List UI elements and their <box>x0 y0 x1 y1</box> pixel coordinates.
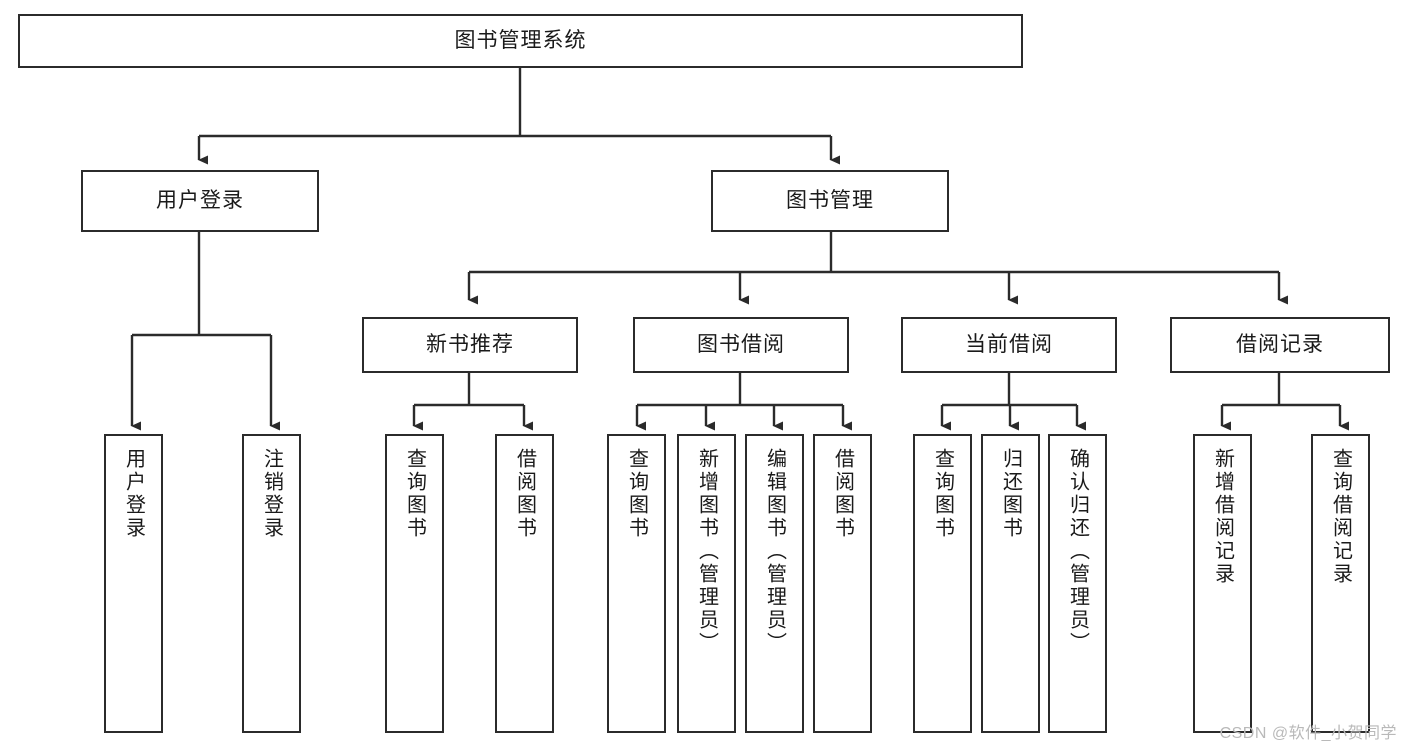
node-label: 用户登录 <box>156 188 244 212</box>
csdn-watermark: CSDN @软件_小贺同学 <box>1219 725 1397 742</box>
leaf-current-borrow-query-book[interactable]: 查询图书 <box>913 434 972 733</box>
leaf-borrow-record-query-record[interactable]: 查询借阅记录 <box>1311 434 1370 733</box>
leaf-user-login-signin[interactable]: 用户登录 <box>104 434 163 733</box>
node-user-login[interactable]: 用户登录 <box>81 170 319 232</box>
leaf-book-borrow-query-book[interactable]: 查询图书 <box>607 434 666 733</box>
node-label: 新增借阅记录 <box>1211 448 1234 586</box>
node-label: 查询图书 <box>931 448 954 540</box>
node-book-borrow[interactable]: 图书借阅 <box>633 317 849 373</box>
node-label: 新增图书（管理员） <box>695 448 718 655</box>
node-label: 确认归还（管理员） <box>1066 448 1089 655</box>
leaf-new-book-borrow-book[interactable]: 借阅图书 <box>495 434 554 733</box>
node-label: 查询图书 <box>403 448 426 540</box>
node-current-borrow[interactable]: 当前借阅 <box>901 317 1117 373</box>
leaf-current-borrow-return-book[interactable]: 归还图书 <box>981 434 1040 733</box>
node-label: 编辑图书（管理员） <box>763 448 786 655</box>
node-label: 借阅图书 <box>831 448 854 540</box>
node-new-book-recommend[interactable]: 新书推荐 <box>362 317 578 373</box>
leaf-book-borrow-borrow-book[interactable]: 借阅图书 <box>813 434 872 733</box>
node-label: 注销登录 <box>260 448 283 540</box>
node-label: 用户登录 <box>122 448 145 540</box>
node-label: 当前借阅 <box>965 332 1053 356</box>
leaf-new-book-query-book[interactable]: 查询图书 <box>385 434 444 733</box>
node-label: 借阅记录 <box>1236 332 1324 356</box>
leaf-current-borrow-confirm-return-admin[interactable]: 确认归还（管理员） <box>1048 434 1107 733</box>
leaf-user-login-signout[interactable]: 注销登录 <box>242 434 301 733</box>
node-label: 图书管理 <box>786 188 874 212</box>
node-label: 查询图书 <box>625 448 648 540</box>
leaf-book-borrow-edit-book-admin[interactable]: 编辑图书（管理员） <box>745 434 804 733</box>
node-root-book-management-system[interactable]: 图书管理系统 <box>18 14 1023 68</box>
node-label: 图书借阅 <box>697 332 785 356</box>
node-label: 新书推荐 <box>426 332 514 356</box>
node-label: 查询借阅记录 <box>1329 448 1352 586</box>
node-borrow-record[interactable]: 借阅记录 <box>1170 317 1390 373</box>
node-label: 借阅图书 <box>513 448 536 540</box>
node-label: 图书管理系统 <box>454 28 587 52</box>
leaf-book-borrow-add-book-admin[interactable]: 新增图书（管理员） <box>677 434 736 733</box>
node-book-management[interactable]: 图书管理 <box>711 170 949 232</box>
leaf-borrow-record-add-record[interactable]: 新增借阅记录 <box>1193 434 1252 733</box>
node-label: 归还图书 <box>999 448 1022 540</box>
